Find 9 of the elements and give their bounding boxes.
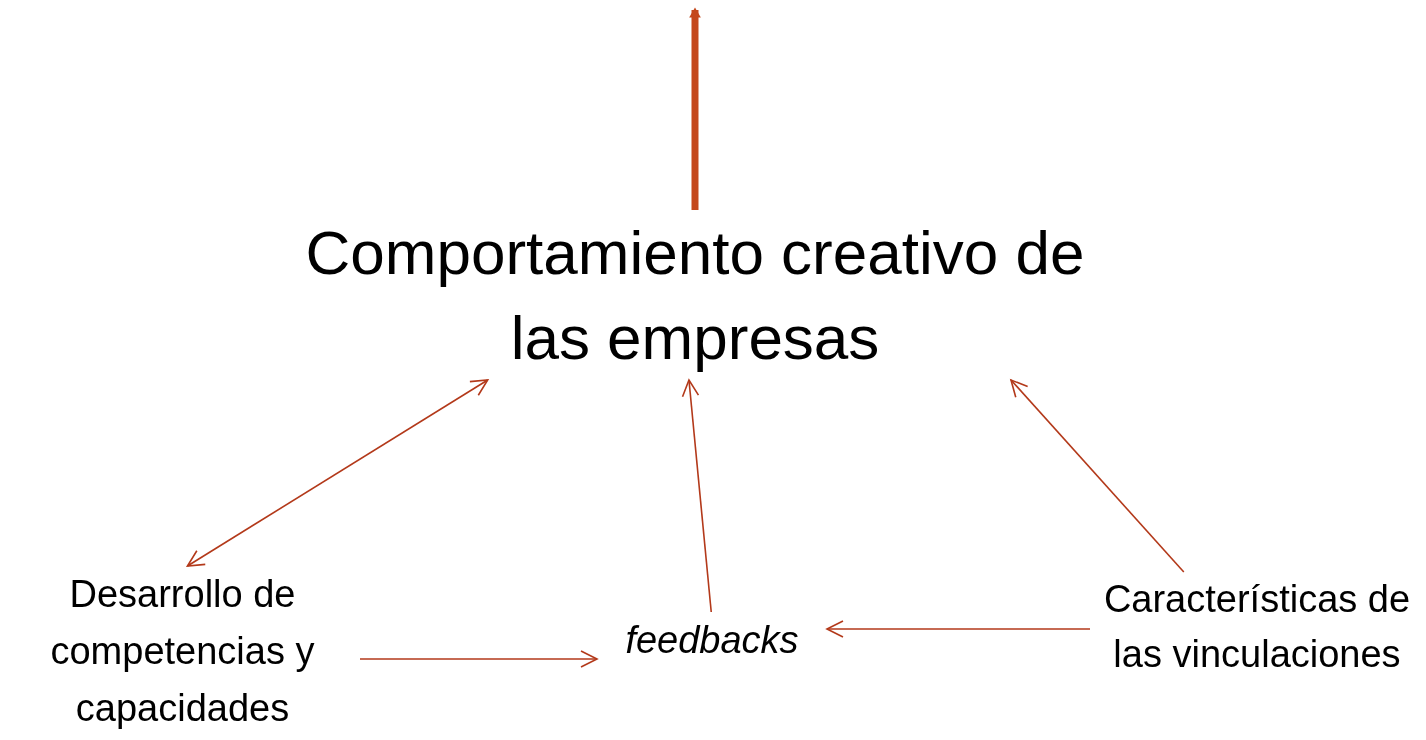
arrow <box>681 379 713 613</box>
concept-text: feedbacks <box>597 612 827 668</box>
arrow <box>186 379 489 567</box>
arrow <box>1010 379 1185 573</box>
concept-text: Características de las vinculaciones <box>1090 572 1424 737</box>
concept-text: Desarrollo de competencias y capacidades <box>5 566 360 737</box>
arrow <box>359 650 598 668</box>
arrow <box>826 620 1091 638</box>
concept-text: Comportamiento creativo de las empresas <box>270 210 1120 380</box>
